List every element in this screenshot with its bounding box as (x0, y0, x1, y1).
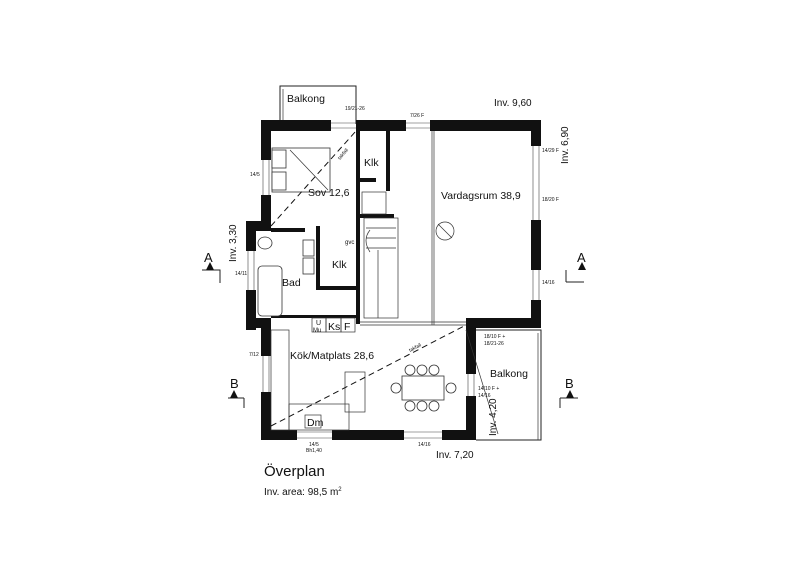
roof-fall-label: takfall (408, 342, 422, 353)
window-code: 18/20 F (542, 197, 559, 203)
window-code: 19/21-26 (345, 106, 365, 112)
dim-width-bottom: Inv. 7,20 (436, 450, 474, 461)
windows (247, 122, 540, 439)
section-b-right: B (565, 376, 574, 391)
bedroom-label: Sov 12,6 (308, 187, 350, 199)
plan-area-text: Inv. area: 98,5 m (264, 487, 338, 498)
dim-height-right: Inv. 6,90 (560, 126, 571, 164)
closet-top-label: Klk (364, 157, 379, 169)
window-code: 14/16 (418, 442, 431, 448)
section-a-left: A (204, 250, 213, 265)
guest-wc-label: gvc (345, 240, 354, 246)
balcony-right (476, 329, 542, 441)
window-code: 14/11 (235, 271, 247, 277)
living-room-label: Vardagsrum 38,9 (441, 190, 521, 202)
cabinet-mu-label: Mu (313, 328, 321, 334)
furniture (257, 147, 457, 431)
window-code: 14/16 (542, 280, 555, 286)
plan-area: Inv. area: 98,5 m2 (264, 487, 342, 498)
dim-width-top: Inv. 9,60 (494, 98, 532, 109)
dishwasher-label: Dm (307, 417, 324, 429)
window-code: 14/16 (478, 393, 491, 399)
plan-title: Överplan (264, 462, 325, 480)
sink (302, 239, 315, 257)
window-code: 18/21-26 (484, 341, 504, 347)
kitchen-island (344, 371, 366, 413)
balcony-right-label: Balkong (490, 368, 528, 380)
roof-lines (270, 130, 499, 435)
cabinet-ks-label: Ks (328, 321, 340, 333)
cabinet-f-label: F (344, 321, 350, 333)
interior-walls (271, 120, 466, 326)
section-b-left: B (230, 376, 239, 391)
window-code: 14/5 (250, 172, 260, 178)
dim-balcony-height: Inv. 4,20 (488, 398, 499, 436)
kitchen-label: Kök/Matplats 28,6 (290, 350, 374, 362)
toilet (257, 236, 273, 250)
window-code: 14/29 F (542, 148, 559, 154)
plan-area-sup: 2 (338, 487, 342, 493)
closet-bottom-label: Klk (332, 259, 347, 271)
window-code: Bh1,40 (306, 448, 322, 454)
window-code: 7/26 F (410, 113, 424, 119)
ceiling-light (435, 221, 455, 241)
stairs (363, 217, 399, 319)
balcony-top (279, 85, 357, 124)
window-code: 7/12 (249, 352, 259, 358)
bathtub (257, 265, 283, 317)
dishwasher (304, 414, 322, 429)
window-code: 14/5 (309, 442, 319, 448)
cabinet-u-label: U (316, 320, 321, 327)
window-code: 18/10 F + (484, 334, 505, 340)
balcony-top-label: Balkong (287, 93, 325, 105)
dim-height-left: Inv. 3,30 (228, 224, 239, 262)
dining-table (401, 375, 445, 401)
section-markers (202, 262, 586, 408)
window-code: 14/10 F + (478, 386, 499, 392)
section-a-right: A (577, 250, 586, 265)
bathroom-label: Bad (282, 277, 301, 289)
